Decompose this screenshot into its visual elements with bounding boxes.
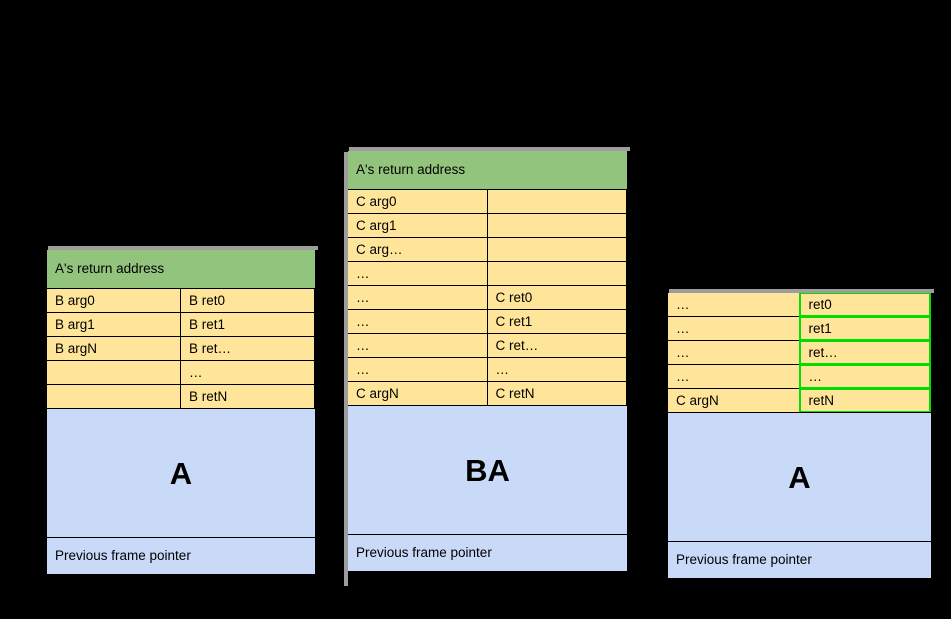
ret-slot-cell: … xyxy=(486,357,627,382)
frame-left-top-rail xyxy=(47,245,319,250)
ret-slot-cell: C retN xyxy=(486,381,627,406)
frame-left-frame-pointer-row: Previous frame pointer xyxy=(46,537,317,575)
frame-left-body-row: A xyxy=(46,408,317,538)
ret-slot-cell xyxy=(486,213,627,238)
frame-right-slot-row: C argN retN xyxy=(667,388,933,413)
ret-slot-cell: C ret0 xyxy=(486,285,627,310)
ret-slot-cell: … xyxy=(180,360,315,385)
frame-right-body-row: A xyxy=(667,412,933,542)
frame-middle-top-rail xyxy=(348,146,631,151)
ret-slot-cell: C ret1 xyxy=(486,309,627,334)
frame-middle-slot-row: … C ret1 xyxy=(347,309,629,334)
previous-frame-pointer-cell: Previous frame pointer xyxy=(667,541,932,579)
arg-slot-cell: … xyxy=(347,357,488,382)
arg-slot-cell xyxy=(46,384,181,409)
ret-slot-cell: B ret1 xyxy=(180,312,315,337)
frame-body-label: A xyxy=(46,408,316,538)
previous-frame-pointer-cell: Previous frame pointer xyxy=(347,534,628,572)
frame-right-slot-row: … ret… xyxy=(667,340,933,365)
stack-frame-left: A's return address B arg0 B ret0 B arg1 … xyxy=(46,245,319,586)
frame-right-frame-pointer-row: Previous frame pointer xyxy=(667,541,933,579)
frame-right-slot-row: … ret1 xyxy=(667,316,933,341)
frame-right-slot-row: … … xyxy=(667,364,933,389)
arg-slot-cell: B argN xyxy=(46,336,181,361)
ret-slot-cell: B ret0 xyxy=(180,288,315,313)
frame-left-slot-row: B argN B ret… xyxy=(46,336,317,361)
ret-slot-cell-highlighted: retN xyxy=(798,388,931,413)
frame-left-slot-row: … xyxy=(46,360,317,385)
arg-slot-cell: … xyxy=(667,292,800,317)
arg-slot-cell: … xyxy=(667,316,800,341)
frame-right-top-rail xyxy=(668,288,935,293)
return-address-cell: A's return address xyxy=(46,249,316,289)
ret-slot-cell-highlighted: ret0 xyxy=(798,292,931,317)
frame-middle-slot-row: … xyxy=(347,261,629,286)
arg-slot-cell: … xyxy=(347,285,488,310)
ret-slot-cell xyxy=(486,237,627,262)
ret-slot-cell-highlighted: … xyxy=(798,364,931,389)
arg-slot-cell: C arg0 xyxy=(347,189,488,214)
arg-slot-cell: C arg… xyxy=(347,237,488,262)
ret-slot-cell xyxy=(486,189,627,214)
previous-frame-pointer-cell: Previous frame pointer xyxy=(46,537,316,575)
frame-left-slot-row: B arg0 B ret0 xyxy=(46,288,317,313)
arg-slot-cell: … xyxy=(667,364,800,389)
stack-frame-middle: A's return address C arg0 C arg1 C arg… … xyxy=(343,146,631,587)
ret-slot-cell: B ret… xyxy=(180,336,315,361)
frame-middle-slot-row: C arg0 xyxy=(347,189,629,214)
arg-slot-cell: B arg1 xyxy=(46,312,181,337)
frame-body-label: BA xyxy=(347,405,628,535)
arg-slot-cell: B arg0 xyxy=(46,288,181,313)
arg-slot-cell: … xyxy=(347,261,488,286)
arg-slot-cell xyxy=(46,360,181,385)
frame-right-slot-row: … ret0 xyxy=(667,292,933,317)
ret-slot-cell-highlighted: ret1 xyxy=(798,316,931,341)
arg-slot-cell: … xyxy=(347,333,488,358)
return-address-cell: A's return address xyxy=(347,150,628,190)
frame-middle-slot-row: … … xyxy=(347,357,629,382)
ret-slot-cell: B retN xyxy=(180,384,315,409)
arg-slot-cell: C argN xyxy=(347,381,488,406)
stack-frame-right: … ret0 … ret1 … ret… … … C argN retN A P… xyxy=(667,288,935,586)
arg-slot-cell: … xyxy=(667,340,800,365)
ret-slot-cell xyxy=(486,261,627,286)
frame-middle-slot-row: C arg… xyxy=(347,237,629,262)
frame-middle-slot-row: C arg1 xyxy=(347,213,629,238)
arg-slot-cell: … xyxy=(347,309,488,334)
frame-middle-return-address-row: A's return address xyxy=(347,150,629,190)
ret-slot-cell: C ret… xyxy=(486,333,627,358)
frame-middle-slot-row: C argN C retN xyxy=(347,381,629,406)
frame-left-return-address-row: A's return address xyxy=(46,249,317,289)
frame-middle-frame-pointer-row: Previous frame pointer xyxy=(347,534,629,572)
frame-middle-body-row: BA xyxy=(347,405,629,535)
ret-slot-cell-highlighted: ret… xyxy=(798,340,931,365)
frame-body-label: A xyxy=(667,412,932,542)
frame-left-slot-row: B arg1 B ret1 xyxy=(46,312,317,337)
arg-slot-cell: C argN xyxy=(667,388,800,413)
frame-middle-slot-row: … C ret… xyxy=(347,333,629,358)
frame-middle-slot-row: … C ret0 xyxy=(347,285,629,310)
arg-slot-cell: C arg1 xyxy=(347,213,488,238)
frame-middle-left-rail xyxy=(343,151,348,587)
frame-left-slot-row: B retN xyxy=(46,384,317,409)
